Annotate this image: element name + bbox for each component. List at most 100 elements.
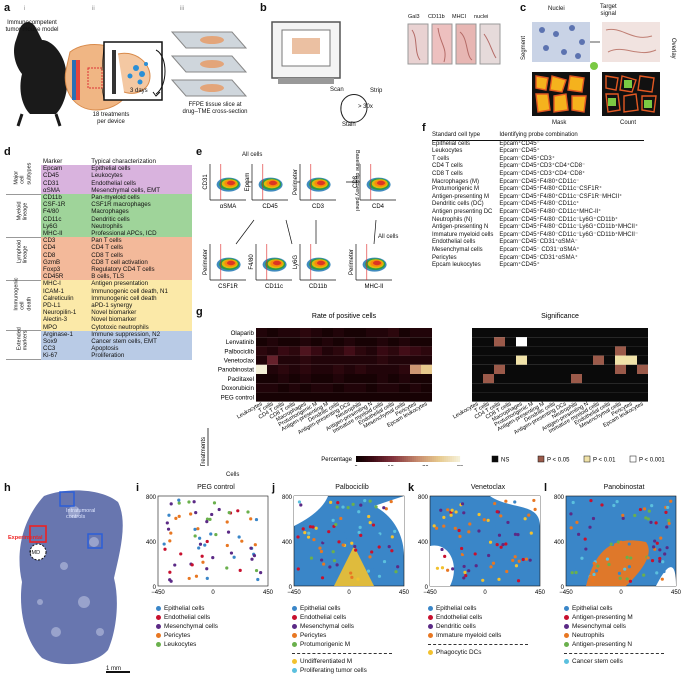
cell-point xyxy=(450,508,454,512)
gating-x-label: CD45 xyxy=(262,204,278,210)
significance-cell xyxy=(593,364,604,374)
cell-point xyxy=(524,557,529,561)
marker-name: ICAM-1 xyxy=(43,287,64,295)
gating-x-label: CD4 xyxy=(372,204,385,210)
significance-cell xyxy=(527,383,538,393)
cell-point xyxy=(187,500,191,504)
cell-point xyxy=(644,516,648,520)
marker-characterization: Pan-myeloid cells xyxy=(91,194,140,202)
cell-point xyxy=(532,498,536,503)
cell-point xyxy=(446,568,450,572)
cell-point xyxy=(252,553,257,558)
rate-cell xyxy=(289,337,300,347)
cell-point xyxy=(240,539,244,543)
significance-cell xyxy=(582,346,593,356)
days-label: 3 days xyxy=(130,88,148,94)
cell-point xyxy=(254,568,259,573)
rate-cell xyxy=(267,364,278,374)
spatial-x-tick: −450 xyxy=(559,590,573,596)
cell-point xyxy=(464,533,468,537)
spatial-x-tick: 450 xyxy=(399,590,410,596)
cell-point xyxy=(256,577,260,582)
spatial-x-tick: −450 xyxy=(151,590,165,596)
panel-b-illustration xyxy=(271,21,501,123)
cell-point xyxy=(588,525,592,529)
cell-point xyxy=(393,529,397,533)
significance-cell xyxy=(637,355,648,365)
cell-point xyxy=(623,567,627,571)
label-count: Count xyxy=(620,120,637,126)
significance-cell xyxy=(472,392,483,402)
significance-cell xyxy=(472,337,483,347)
significance-cell xyxy=(571,392,582,402)
significance-swatch xyxy=(629,455,637,463)
colorbar-segment xyxy=(426,456,429,462)
spatial-x-tick: −450 xyxy=(287,590,301,596)
rate-cell xyxy=(355,392,366,402)
probe-combination: Epcam⁻CD45⁺F4/80⁻CD11c⁻Ly6G⁺CD11b⁺MHCII⁺ xyxy=(499,224,639,231)
cell-point xyxy=(469,518,473,523)
significance-cell xyxy=(472,374,483,384)
cell-point xyxy=(390,549,394,553)
significance-cell xyxy=(626,383,637,393)
significance-cell xyxy=(560,337,571,347)
significance-cell xyxy=(527,328,538,338)
cell-point xyxy=(319,549,324,554)
cell-point xyxy=(477,529,481,533)
cell-point xyxy=(387,545,391,549)
cell-point xyxy=(166,527,171,531)
rate-cell xyxy=(355,374,366,384)
cell-point xyxy=(177,514,181,519)
legend-item: Pericytes xyxy=(156,631,190,640)
colorbar-tick: 10 xyxy=(388,465,394,466)
significance-cell xyxy=(483,374,494,384)
cell-point xyxy=(439,508,443,512)
cell-point xyxy=(212,501,217,505)
rate-cell xyxy=(366,337,377,347)
significance-cell xyxy=(582,337,593,347)
rate-cell xyxy=(377,374,388,384)
rate-cell xyxy=(421,364,432,374)
rate-cell xyxy=(399,374,410,384)
cell-point xyxy=(661,560,665,564)
marker-name: Calreticulin xyxy=(43,294,74,302)
cell-point xyxy=(584,547,588,551)
colorbar-segment xyxy=(412,456,415,462)
colorbar-tick: 20 xyxy=(422,465,428,466)
significance-cell xyxy=(549,392,560,402)
legend-separator xyxy=(564,653,664,654)
label-mask: Mask xyxy=(552,120,567,126)
legend-label: Leukocytes xyxy=(164,641,197,648)
colorbar-segment xyxy=(364,456,367,462)
all-cells-label-2: All cells xyxy=(378,234,399,240)
cell-point xyxy=(368,521,372,525)
significance-cell xyxy=(527,346,538,356)
gating-x-label: αSMA xyxy=(220,204,236,210)
cell-point xyxy=(193,527,197,531)
ffpe-label: FFPE tissue slice at drug–TME cross-sect… xyxy=(182,102,248,115)
colorbar-segment xyxy=(400,456,403,462)
cell-point xyxy=(507,511,511,515)
spatial-y-tick: 400 xyxy=(554,540,565,546)
cell-point xyxy=(649,520,653,524)
rate-cell xyxy=(344,392,355,402)
cell-point xyxy=(359,503,363,507)
cell-point xyxy=(465,539,469,544)
density-contour xyxy=(273,260,281,266)
significance-cell xyxy=(637,383,648,393)
rate-cell xyxy=(410,328,421,338)
cell-point xyxy=(600,503,604,507)
density-contour xyxy=(227,260,235,266)
spatial-y-tick: 800 xyxy=(554,495,565,501)
spatial-y-tick: 400 xyxy=(282,540,293,546)
cell-point xyxy=(443,554,447,558)
cell-point xyxy=(376,533,380,537)
rate-cell xyxy=(355,337,366,347)
step-ii-label: ii xyxy=(92,6,95,12)
cell-point xyxy=(495,543,499,547)
cell-point xyxy=(198,536,202,540)
cell-point xyxy=(167,513,171,517)
step-i-label: i xyxy=(24,6,26,12)
